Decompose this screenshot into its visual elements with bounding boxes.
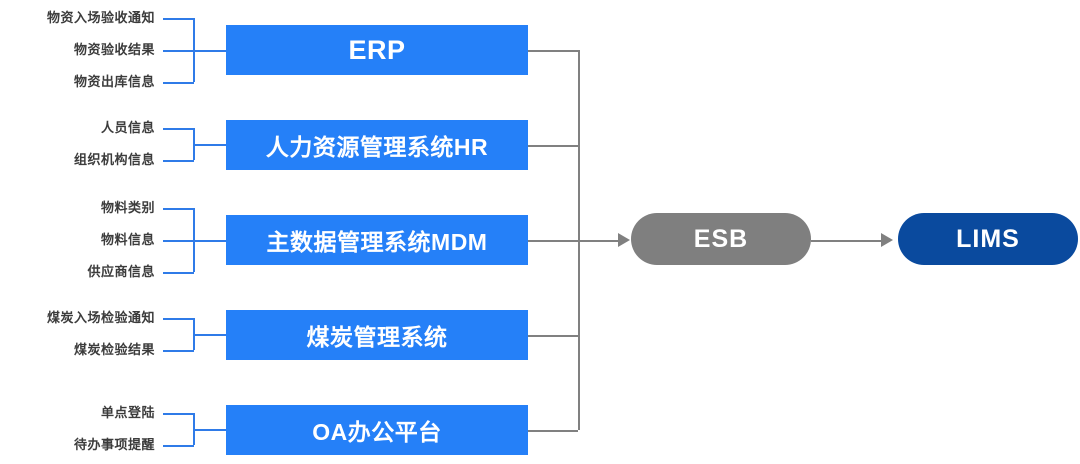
source-label: 煤炭检验结果 xyxy=(73,342,155,357)
bracket-stub xyxy=(163,160,194,162)
bracket-feed xyxy=(193,240,227,242)
bracket-feed xyxy=(193,429,227,431)
target-pill-label: LIMS xyxy=(956,224,1020,253)
system-box-erp[interactable]: ERP xyxy=(226,25,528,75)
bracket-stub xyxy=(163,445,194,447)
system-box-label: 煤炭管理系统 xyxy=(306,324,448,350)
bracket-stub xyxy=(163,350,194,352)
bracket-stub xyxy=(163,208,194,210)
source-label: 物料类别 xyxy=(100,200,155,215)
source-label: 单点登陆 xyxy=(100,405,155,420)
target-pill-lims[interactable]: LIMS xyxy=(898,213,1078,265)
bracket-stub xyxy=(163,18,194,20)
bracket-stub xyxy=(163,240,194,242)
bracket-stub xyxy=(163,318,194,320)
bus-branch-erp xyxy=(528,50,578,52)
hub-pill-label: ESB xyxy=(693,224,749,253)
source-label: 待办事项提醒 xyxy=(73,437,155,452)
source-label: 人员信息 xyxy=(100,120,155,135)
hub-pill-esb[interactable]: ESB xyxy=(631,213,811,265)
source-label: 组织机构信息 xyxy=(73,152,155,167)
system-box-label: OA办公平台 xyxy=(312,419,442,445)
source-label: 物资验收结果 xyxy=(73,42,155,57)
source-label: 物资入场验收通知 xyxy=(46,10,155,25)
system-box-label: 主数据管理系统MDM xyxy=(266,229,488,255)
bracket-feed xyxy=(193,334,227,336)
bracket-stub xyxy=(163,272,194,274)
bracket-stub xyxy=(163,413,194,415)
bracket-stub xyxy=(163,128,194,130)
arrow-right-icon xyxy=(618,233,630,247)
esb-to-lims-line xyxy=(811,240,883,242)
bus-to-esb-line xyxy=(578,240,620,242)
bracket-stub xyxy=(163,82,194,84)
bus-branch-coal xyxy=(528,335,578,337)
bus-branch-oa xyxy=(528,430,578,432)
system-box-mdm[interactable]: 主数据管理系统MDM xyxy=(226,215,528,265)
bracket-stub xyxy=(163,50,194,52)
source-label: 煤炭入场检验通知 xyxy=(46,310,155,325)
bus-branch-mdm xyxy=(528,240,578,242)
bracket-feed xyxy=(193,50,227,52)
system-box-coal[interactable]: 煤炭管理系统 xyxy=(226,310,528,360)
system-box-label: ERP xyxy=(348,34,406,65)
source-label: 物料信息 xyxy=(100,232,155,247)
source-label: 供应商信息 xyxy=(87,264,155,279)
arrow-right-icon xyxy=(881,233,893,247)
system-box-label: 人力资源管理系统HR xyxy=(265,134,489,160)
system-box-hr[interactable]: 人力资源管理系统HR xyxy=(226,120,528,170)
bus-branch-hr xyxy=(528,145,578,147)
system-box-oa[interactable]: OA办公平台 xyxy=(226,405,528,455)
bracket-feed xyxy=(193,144,227,146)
source-label: 物资出库信息 xyxy=(73,74,155,89)
